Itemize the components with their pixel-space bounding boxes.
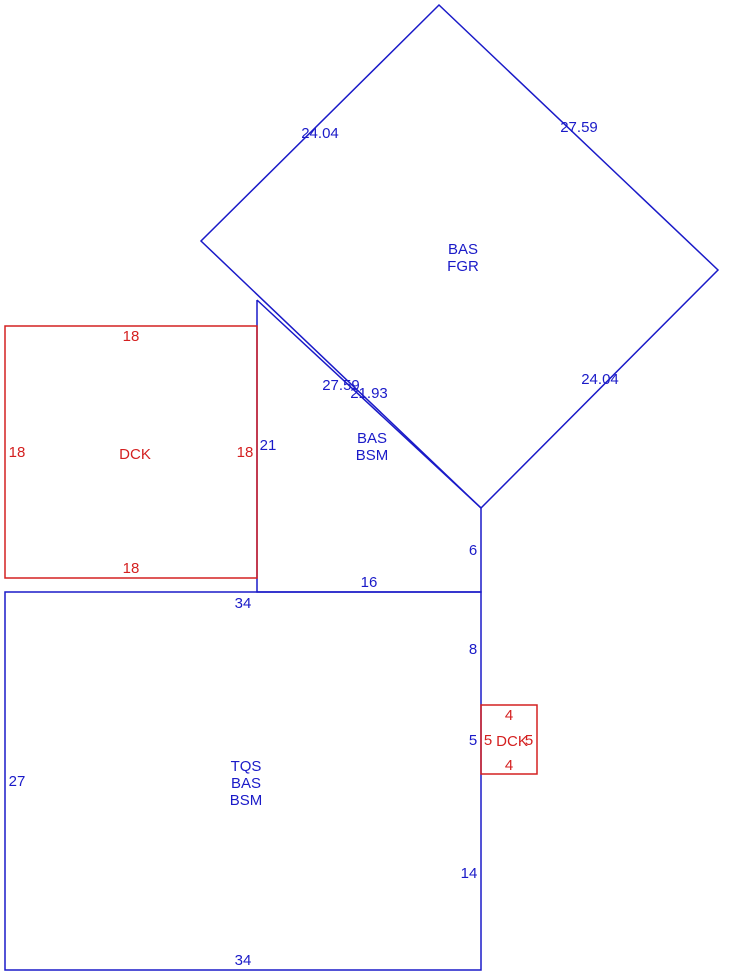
dim-small-deck-left: 5 — [484, 732, 492, 749]
dim-diamond-lower-left: 27.59 — [322, 377, 360, 394]
small-deck-label: DCK — [496, 733, 528, 750]
dim-diamond-upper-right: 27.59 — [560, 119, 598, 136]
dim-diamond-lower-right: 24.04 — [581, 371, 619, 388]
left-deck-outline — [4, 325, 258, 579]
dim-lower-bottom: 34 — [235, 952, 252, 969]
dim-middle-left: 21 — [260, 437, 277, 454]
dim-small-deck-bottom: 4 — [505, 757, 513, 774]
dim-small-deck-right: 5 — [525, 732, 533, 749]
dim-lower-left: 27 — [9, 773, 26, 790]
lower-area-label-line3: BSM — [230, 792, 263, 809]
small-deck-outline — [480, 704, 538, 775]
dim-diamond-upper-left: 24.04 — [301, 125, 339, 142]
dim-left-deck-right: 18 — [237, 444, 254, 461]
dim-middle-diagonal: 21.93 — [350, 385, 388, 402]
upper-diamond-label-line2: FGR — [447, 258, 479, 275]
lower-area-label-line2: BAS — [231, 775, 261, 792]
dim-lower-right-upper: 8 — [469, 641, 477, 658]
dim-lower-right-middle: 5 — [469, 732, 477, 749]
middle-area-label-line1: BAS — [357, 430, 387, 447]
dim-small-deck-top: 4 — [505, 707, 513, 724]
dim-lower-top: 34 — [235, 595, 252, 612]
lower-area-outline — [4, 591, 482, 971]
lower-area-label-line1: TQS — [231, 758, 262, 775]
left-deck-label: DCK — [119, 446, 151, 463]
dim-middle-bottom: 16 — [361, 574, 378, 591]
dim-middle-right: 6 — [469, 542, 477, 559]
dim-left-deck-bottom: 18 — [123, 560, 140, 577]
middle-area-label-line2: BSM — [356, 447, 389, 464]
dim-lower-right-lower: 14 — [461, 865, 478, 882]
dim-left-deck-left: 18 — [9, 444, 26, 461]
upper-diamond-label-line1: BAS — [448, 241, 478, 258]
dim-left-deck-top: 18 — [123, 328, 140, 345]
